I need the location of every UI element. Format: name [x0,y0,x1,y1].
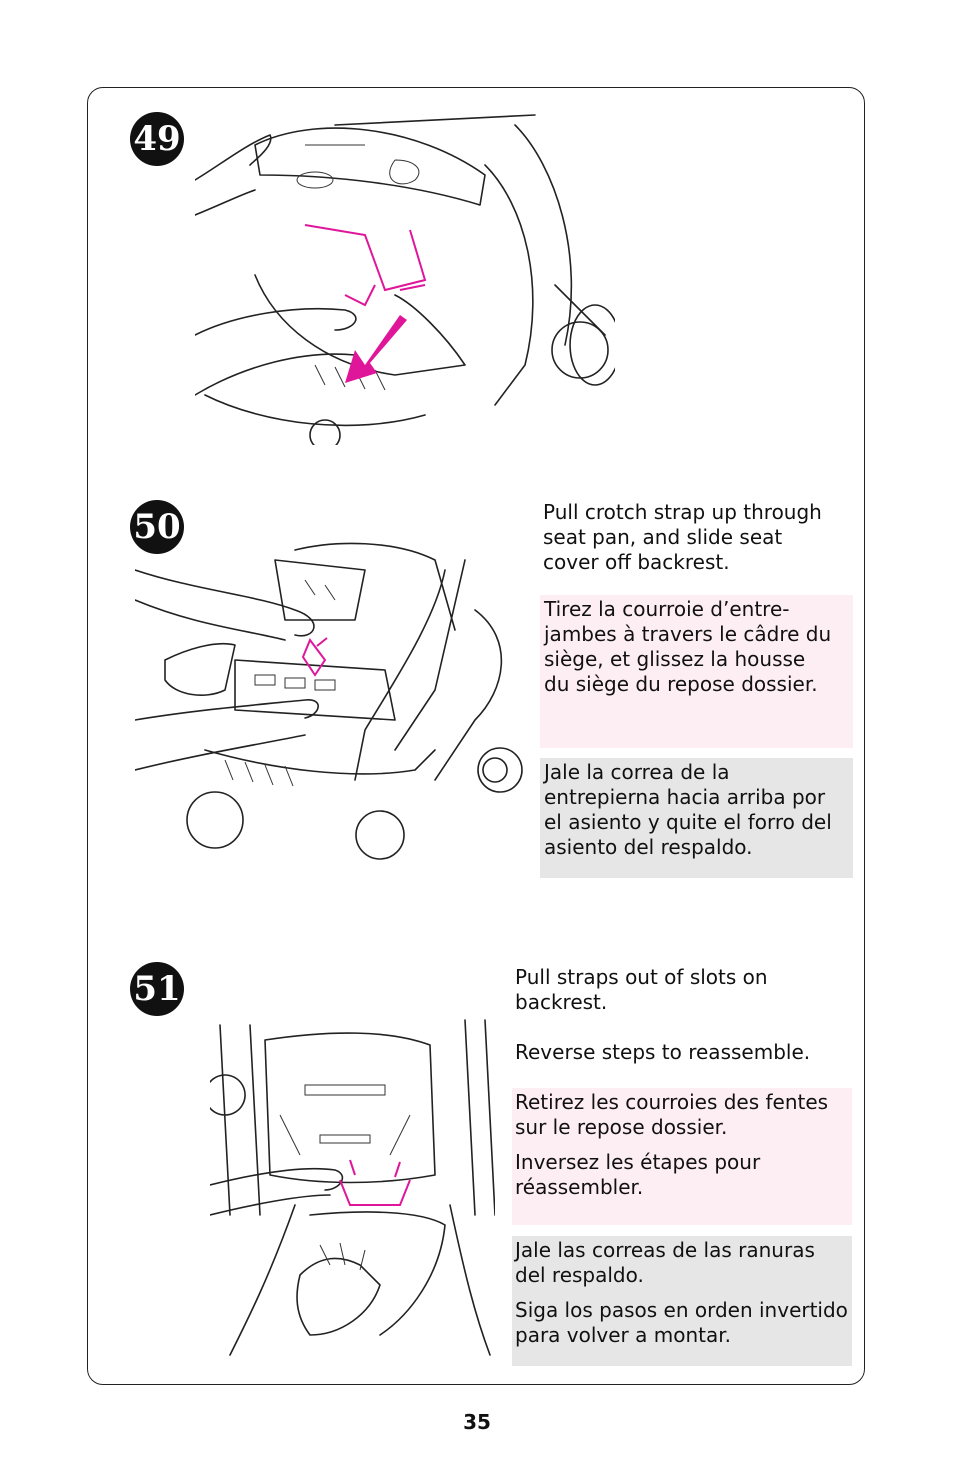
illustration-step-51 [210,1019,495,1356]
step-51-french-text-2: Inversez les étapes pour réassembler. [515,1150,761,1199]
step-50-spanish-box: Jale la correa de la entrepierna hacia a… [540,758,853,878]
illustration-step-49 [195,114,615,445]
page-frame [87,87,865,1385]
step-50-french-text: Tirez la courroie d’entre-jambes à trave… [544,597,832,696]
step-51-spanish-text-1: Jale las correas de las ranuras del resp… [515,1238,815,1287]
step-51-french-text-1: Retirez les courroies des fentes sur le … [515,1090,829,1139]
step-number-51: 51 [130,962,184,1016]
step-50-english-text: Pull crotch strap up through seat pan, a… [543,500,822,574]
page-number: 35 [463,1410,491,1434]
step-51-french-box: Retirez les courroies des fentes sur le … [512,1088,852,1225]
step-51-english-text-2: Reverse steps to reassemble. [515,1040,811,1064]
step-50-spanish-text: Jale la correa de la entrepierna hacia a… [544,760,832,859]
step-51-english-box: Pull straps out of slots on backrest. Re… [512,963,852,1083]
illustration-step-50 [135,542,523,860]
step-50-french-box: Tirez la courroie d’entre-jambes à trave… [540,595,853,748]
step-51-spanish-box: Jale las correas de las ranuras del resp… [512,1236,852,1366]
step-51-spanish-text-2: Siga los pasos en orden invertido para v… [515,1298,848,1347]
step-51-english-text-1: Pull straps out of slots on backrest. [515,965,768,1014]
step-number-49: 49 [130,112,184,166]
step-number-50: 50 [130,500,184,554]
